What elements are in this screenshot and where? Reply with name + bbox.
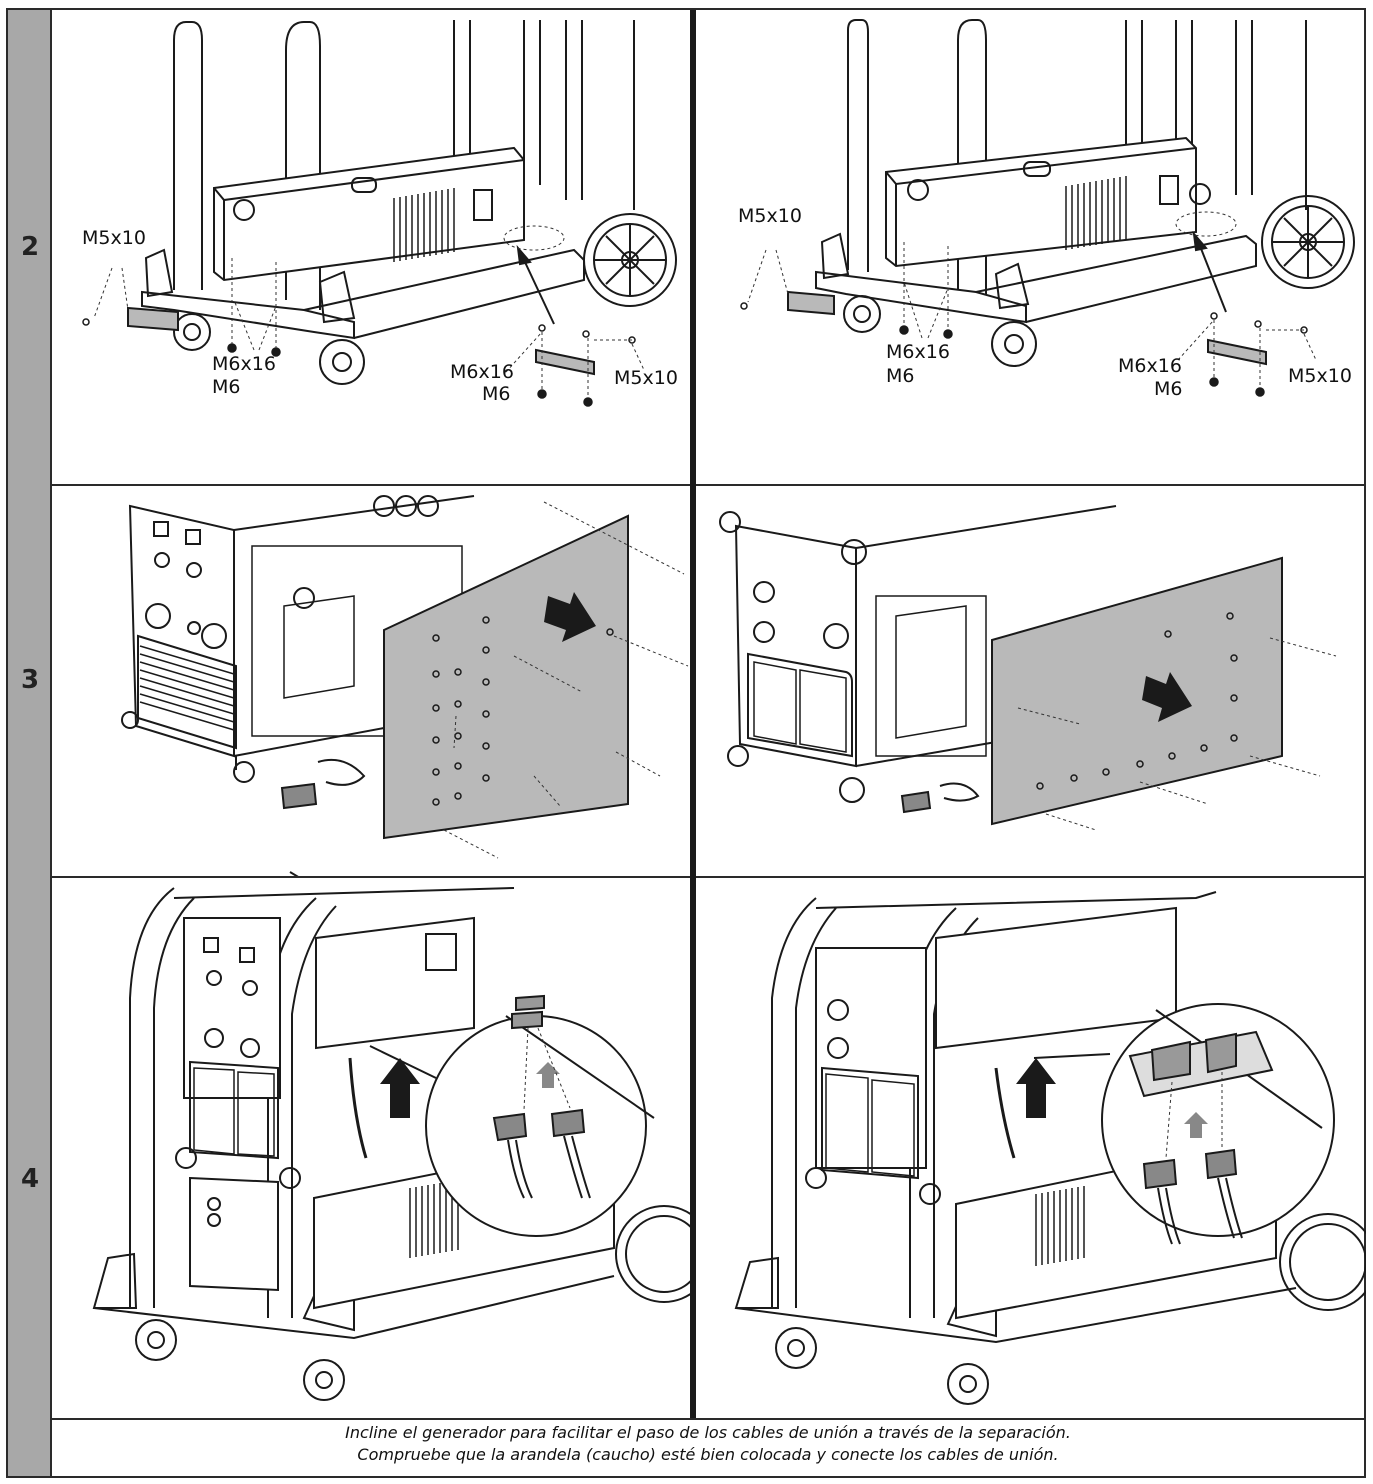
label-m5x10: M5x10 (82, 227, 146, 249)
label-m6: M6 (886, 365, 915, 387)
cable-connection-drawing (92, 887, 690, 1401)
step-number-4: 4 (20, 1164, 40, 1194)
label-m6x16: M6x16 (886, 341, 950, 363)
step2-right-illustration: M5x10 M6x16 M6 M6x16 M6 M5x10 (696, 10, 1366, 484)
caption-divider (52, 1418, 1364, 1420)
label-m6x16: M6x16 (450, 361, 514, 383)
cart-base-brackets-drawing (82, 20, 677, 407)
label-m6x16: M6x16 (1118, 355, 1182, 377)
side-panel-removal-drawing (719, 505, 1337, 831)
row-divider-3-4 (52, 876, 1364, 878)
label-m6x16: M6x16 (212, 353, 276, 375)
caption-line-2: Compruebe que la arandela (caucho) esté … (357, 1445, 1059, 1464)
side-panel-removal-drawing (121, 495, 689, 876)
step3-right-illustration (696, 486, 1366, 876)
row-divider-2-3 (52, 484, 1364, 486)
step4-left-illustration (54, 878, 690, 1418)
step-number-2: 2 (20, 232, 40, 262)
caption-line-1: Incline el generador para facilitar el p… (345, 1423, 1071, 1442)
label-m5x10: M5x10 (738, 205, 802, 227)
label-m6: M6 (482, 383, 511, 405)
step4-right-illustration (696, 878, 1366, 1418)
step3-left-illustration (54, 486, 690, 876)
label-m6: M6 (1154, 378, 1183, 400)
instruction-caption: Incline el generador para facilitar el p… (52, 1422, 1364, 1466)
assembly-instruction-page: 2 3 4 (6, 8, 1366, 1478)
label-m5x10: M5x10 (614, 367, 678, 389)
cable-connection-drawing (734, 891, 1366, 1405)
cart-base-brackets-drawing (740, 19, 1355, 397)
step2-left-illustration: M5x10 M6x16 M6 M6x16 M6 M5x10 (54, 10, 690, 484)
label-m6: M6 (212, 376, 241, 398)
step-number-3: 3 (20, 665, 40, 695)
step-number-column: 2 3 4 (8, 10, 52, 1476)
column-divider (690, 10, 696, 1418)
label-m5x10: M5x10 (1288, 365, 1352, 387)
